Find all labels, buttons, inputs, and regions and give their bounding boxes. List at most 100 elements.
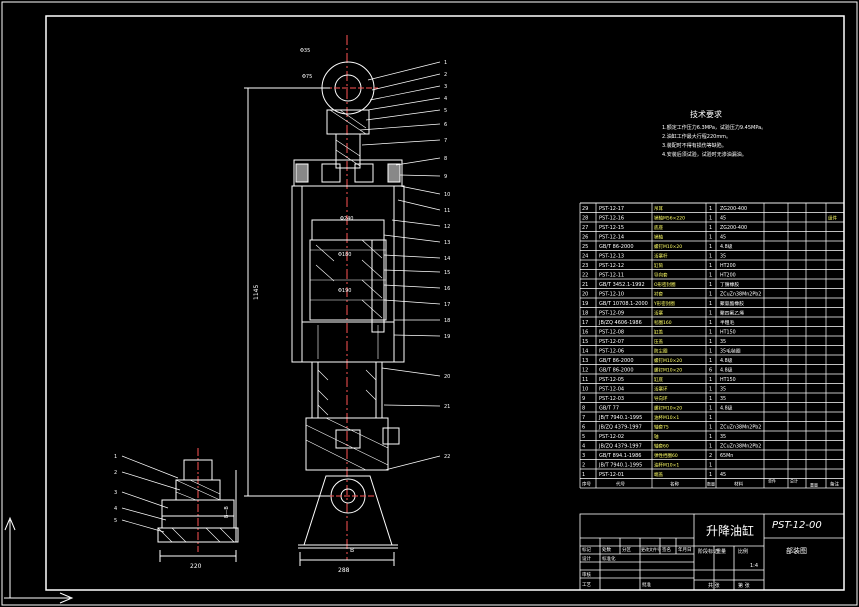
bom-row-no: 19 xyxy=(582,301,588,307)
bom-row-material: 35 xyxy=(720,434,726,440)
row-zone: 分区 xyxy=(622,546,631,553)
tech-title: 技术要求 xyxy=(690,109,722,119)
bom-row-qty: 1 xyxy=(709,254,712,260)
bom-row-no: 25 xyxy=(582,244,588,250)
row-sign: 签名 xyxy=(662,546,671,553)
bom-row-no: 29 xyxy=(582,206,588,212)
bom-row-qty: 1 xyxy=(709,292,712,298)
bom-row-no: 7 xyxy=(582,415,585,421)
bom-row-material: ZG200-400 xyxy=(720,206,747,212)
svg-text:1: 1 xyxy=(444,60,447,66)
bom-row-material: 4.8级 xyxy=(720,357,733,364)
svg-text:9: 9 xyxy=(444,174,447,180)
svg-text:4: 4 xyxy=(444,96,447,102)
bom-row-code: GB/T 77 xyxy=(599,406,619,412)
dim-height-total: 1145 xyxy=(253,285,260,300)
svg-text:7: 7 xyxy=(444,138,447,144)
bom-row-qty: 1 xyxy=(709,225,712,231)
svg-text:12: 12 xyxy=(444,224,450,230)
bom-row-code: JB/T 7940.1-1995 xyxy=(598,415,642,421)
bom-row-no: 23 xyxy=(582,263,588,269)
main-cylinder-view xyxy=(244,35,441,566)
weight-label: 重量 xyxy=(716,548,726,555)
bom-row-name: 螺钉M10×20 xyxy=(654,357,682,364)
svg-text:8: 8 xyxy=(444,156,447,162)
role-process: 工艺 xyxy=(582,582,591,588)
bom-row-code: PST-12-14 xyxy=(599,235,624,241)
bom-row-material: 35 xyxy=(720,396,726,402)
bom-row-code: GB/T 10708.1-2000 xyxy=(599,301,648,307)
bom-row-name: 缸底 xyxy=(654,376,663,383)
bom-row-code: PST-12-10 xyxy=(599,292,624,298)
bom-row-code: GB/T 86-2000 xyxy=(599,358,634,364)
bom-row-no: 2 xyxy=(582,463,585,469)
bom-row-code: PST-12-07 xyxy=(599,339,624,345)
bom-row-name: 端盖 xyxy=(654,471,663,478)
bom-row-code: PST-12-16 xyxy=(599,216,624,222)
bom-header-note: 备注 xyxy=(830,481,839,488)
bom-row-qty: 1 xyxy=(709,396,712,402)
bom-row-no: 28 xyxy=(582,216,588,222)
bom-row-material: 35毛毡圈 xyxy=(720,348,741,355)
svg-text:15: 15 xyxy=(444,270,450,276)
svg-text:21: 21 xyxy=(444,404,450,410)
bom-row-material: HT200 xyxy=(720,273,736,279)
bom-header-unit: 单件 xyxy=(768,478,776,484)
svg-text:13: 13 xyxy=(444,240,450,246)
bom-row-code: GB/T 894.1-1986 xyxy=(599,453,641,459)
bom-row-name: 活塞环 xyxy=(654,386,668,393)
bom-row-material: 65Mn xyxy=(720,453,733,459)
svg-text:6: 6 xyxy=(444,122,447,128)
dim-width-left: 220 xyxy=(190,563,202,570)
label-b: B xyxy=(350,547,354,554)
bom-row-code: PST-12-09 xyxy=(599,311,624,317)
title-block xyxy=(579,513,845,591)
bom-row-qty: 1 xyxy=(709,216,712,222)
bom-row-no: 13 xyxy=(582,358,588,364)
svg-text:3: 3 xyxy=(444,84,447,90)
bom-row-no: 26 xyxy=(582,235,588,241)
bom-row-no: 15 xyxy=(582,339,588,345)
svg-text:11: 11 xyxy=(444,208,450,214)
bom-row-name: 轴套60 xyxy=(654,443,669,450)
stage-label: 阶段标记 xyxy=(698,548,718,555)
bom-row-qty: 1 xyxy=(709,235,712,241)
row-change: 更改文件号 xyxy=(641,546,661,552)
bom-row-qty: 1 xyxy=(709,330,712,336)
bom-row-no: 11 xyxy=(582,377,588,383)
bom-row-code: PST-12-02 xyxy=(599,434,624,440)
bom-row-qty: 1 xyxy=(709,387,712,393)
bom-row-name: 缸筒 xyxy=(654,262,663,269)
bom-row-code: PST-12-01 xyxy=(599,472,624,478)
bom-row-qty: 1 xyxy=(709,282,712,288)
bom-row-no: 16 xyxy=(582,330,588,336)
title-block-text: 升降油缸 PST-12-00 部装图 1:4 阶段标记 重量 比例 共 张 第 … xyxy=(582,520,822,589)
bom-row-code: PST-12-03 xyxy=(599,396,624,402)
svg-text:14: 14 xyxy=(444,256,450,262)
role-standard: 标准化 xyxy=(602,555,616,562)
svg-text:17: 17 xyxy=(444,302,450,308)
bom-row-name: 油杯M10×1 xyxy=(654,414,679,421)
bom-row-qty: 1 xyxy=(709,339,712,345)
sheet-label: 共 张 xyxy=(708,582,720,589)
bom-row-no: 14 xyxy=(582,349,588,355)
tech-note-2: 2.油缸工作最大行程220mm。 xyxy=(662,133,731,140)
bom-row-material: 35 xyxy=(720,254,726,260)
bom-row-code: GB/T 86-2000 xyxy=(599,368,634,374)
bom-row-qty: 1 xyxy=(709,273,712,279)
tech-note-4: 4.安装后须试验，试验时无渗油漏油。 xyxy=(662,151,747,158)
scale: 1:4 xyxy=(750,563,758,569)
bom-row-name: 吊耳 xyxy=(654,206,663,212)
bom-row-code: GB/T 3452.1-1992 xyxy=(599,282,645,288)
bom-row-code: PST-12-06 xyxy=(599,349,624,355)
bom-row-material: 35 xyxy=(720,387,726,393)
view-name: 部装图 xyxy=(786,546,807,555)
tech-note-3: 3.装配时不得有损伤等缺陷。 xyxy=(662,142,727,149)
svg-text:4: 4 xyxy=(114,506,117,512)
bom-row-no: 27 xyxy=(582,225,588,231)
bom-row-qty: 6 xyxy=(709,368,712,374)
dim-eye: Φ75 xyxy=(302,74,312,80)
bom-row-name: 衬套 xyxy=(654,291,663,298)
bom-row-qty: 1 xyxy=(709,349,712,355)
